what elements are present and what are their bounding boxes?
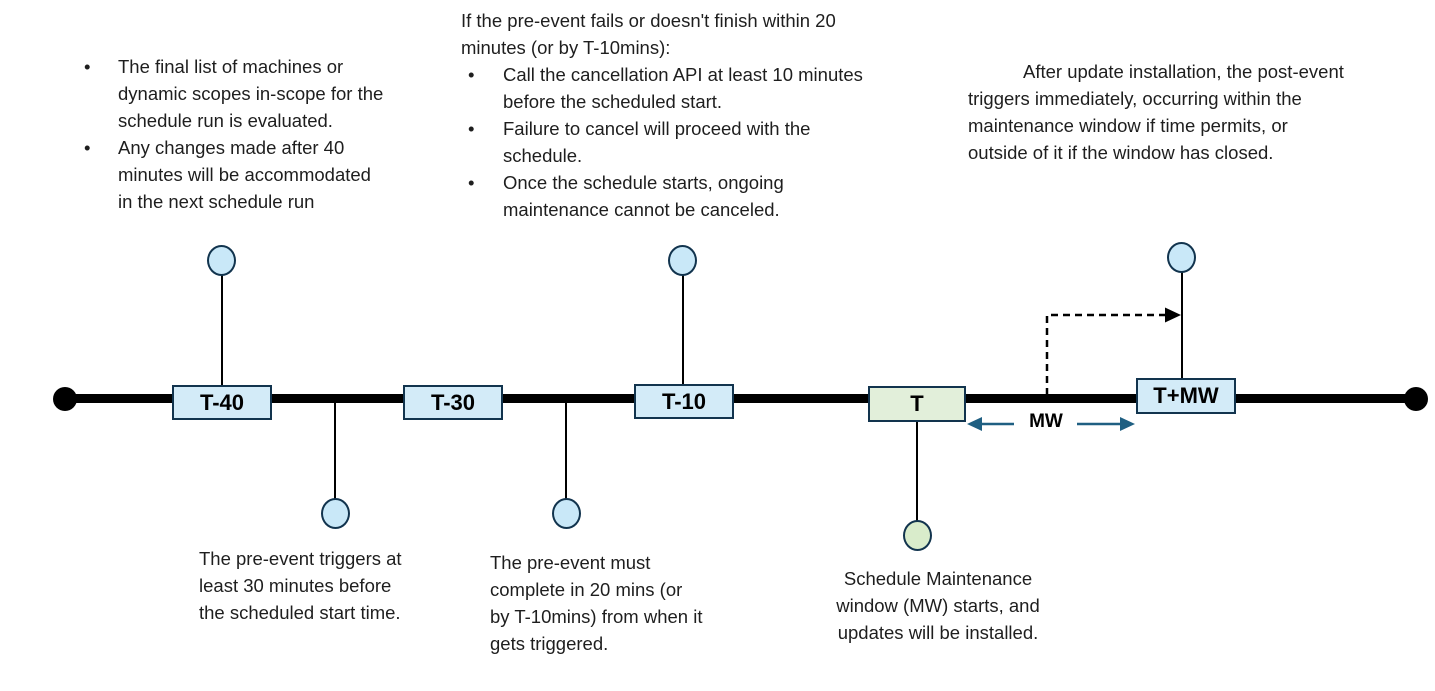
note-line: After update installation, the post-even… (1023, 61, 1344, 82)
note-line: outside of it if the window has closed. (968, 142, 1274, 163)
milestone-label: T-10 (661, 388, 707, 414)
note-line: The pre-event must (490, 552, 651, 573)
note-line: schedule. (503, 145, 583, 166)
connector-line-t10 (682, 275, 684, 384)
note-line: before the scheduled start. (503, 91, 723, 112)
milestone-label: T+MW (1153, 383, 1219, 408)
note-line: The pre-event triggers at (199, 548, 402, 569)
mw-range-label: MW (1029, 411, 1063, 432)
note-line: maintenance cannot be canceled. (503, 199, 780, 220)
bullet-text: Call the cancellation API at least 10 mi… (503, 61, 863, 115)
connector-line-mw-start (916, 422, 918, 521)
note-line: Once the schedule starts, ongoing (503, 172, 784, 193)
bullet-item: • Failure to cancel will proceed with th… (461, 115, 936, 169)
note-line: maintenance window if time permits, or (968, 115, 1288, 136)
bullet-text: Any changes made after 40 minutes will b… (118, 134, 371, 215)
milestone-box-t40: T-40 (172, 385, 272, 420)
note-line: window (MW) starts, and (836, 595, 1040, 616)
milestone-box-tmw: T+MW (1136, 378, 1236, 414)
arrowhead-left-icon (967, 417, 982, 431)
bullet-text: Failure to cancel will proceed with the … (503, 115, 810, 169)
note-line: triggers immediately, occurring within t… (968, 88, 1302, 109)
connector-line-pre-complete (565, 403, 567, 499)
bullet-item: • Once the schedule starts, ongoing main… (461, 169, 936, 223)
bullet-icon: • (468, 118, 475, 139)
milestone-label: T (910, 391, 924, 416)
bullet-text: Once the schedule starts, ongoing mainte… (503, 169, 784, 223)
note-line: in the next schedule run (118, 191, 315, 212)
note-pre-event-complete: The pre-event must complete in 20 mins (… (490, 549, 702, 657)
note-line: minutes will be accommodated (118, 164, 371, 185)
arrowhead-right-icon (1120, 417, 1135, 431)
milestone-label: T-40 (199, 389, 245, 415)
note-line: minutes (or by T-10mins): (461, 37, 671, 58)
note-line: The final list of machines or (118, 56, 344, 77)
bullet-icon: • (468, 64, 475, 85)
note-line: Failure to cancel will proceed with the (503, 118, 811, 139)
event-marker-circle-pre-trigger (321, 498, 350, 529)
bullet-icon: • (468, 172, 475, 193)
event-marker-circle-t40 (207, 245, 236, 276)
bullet-icon: • (84, 137, 91, 158)
note-scope-evaluation: • The final list of machines or dynamic … (80, 53, 440, 215)
arrowhead-right-icon (1165, 307, 1181, 323)
event-marker-circle-t10 (668, 245, 697, 276)
note-line: Call the cancellation API at least 10 mi… (503, 64, 863, 85)
note-line: by T-10mins) from when it (490, 606, 703, 627)
note-line: the scheduled start time. (199, 602, 401, 623)
note-line: Schedule Maintenance (843, 568, 1033, 589)
bullet-item: • The final list of machines or dynamic … (80, 53, 440, 134)
note-line: Any changes made after 40 (118, 137, 345, 158)
note-line: gets triggered. (490, 633, 609, 654)
milestone-box-t30: T-30 (403, 385, 503, 420)
note-line: least 30 minutes before (199, 575, 392, 596)
note-line: schedule run is evaluated. (118, 110, 333, 131)
event-marker-circle-pre-complete (552, 498, 581, 529)
connector-line-tmw (1181, 272, 1183, 378)
note-post-event: After update installation, the post-even… (968, 58, 1408, 166)
timeline-end-dot (1404, 387, 1428, 411)
event-marker-circle-tmw (1167, 242, 1196, 273)
note-line: updates will be installed. (837, 622, 1039, 643)
note-line: complete in 20 mins (or (490, 579, 683, 600)
note-heading: If the pre-event fails or doesn't finish… (461, 7, 936, 61)
milestone-label: T-30 (430, 389, 476, 415)
milestone-box-t: T (868, 386, 966, 422)
note-mw-start: Schedule Maintenance window (MW) starts,… (808, 565, 1068, 646)
bullet-text: The final list of machines or dynamic sc… (118, 53, 383, 134)
milestone-box-t10: T-10 (634, 384, 734, 419)
timeline-line (64, 394, 1417, 403)
bullet-icon: • (84, 56, 91, 77)
note-line: If the pre-event fails or doesn't finish… (461, 10, 836, 31)
connector-line-t40 (221, 274, 223, 385)
bullet-item: • Call the cancellation API at least 10 … (461, 61, 936, 115)
event-marker-circle-mw-start (903, 520, 932, 551)
note-pre-event-trigger: The pre-event triggers at least 30 minut… (199, 545, 402, 626)
timeline-start-dot (53, 387, 77, 411)
connector-line-pre-trigger (334, 403, 336, 499)
bullet-item: • Any changes made after 40 minutes will… (80, 134, 440, 215)
note-line: dynamic scopes in-scope for the (118, 83, 384, 104)
note-pre-event-failure: If the pre-event fails or doesn't finish… (461, 7, 936, 223)
